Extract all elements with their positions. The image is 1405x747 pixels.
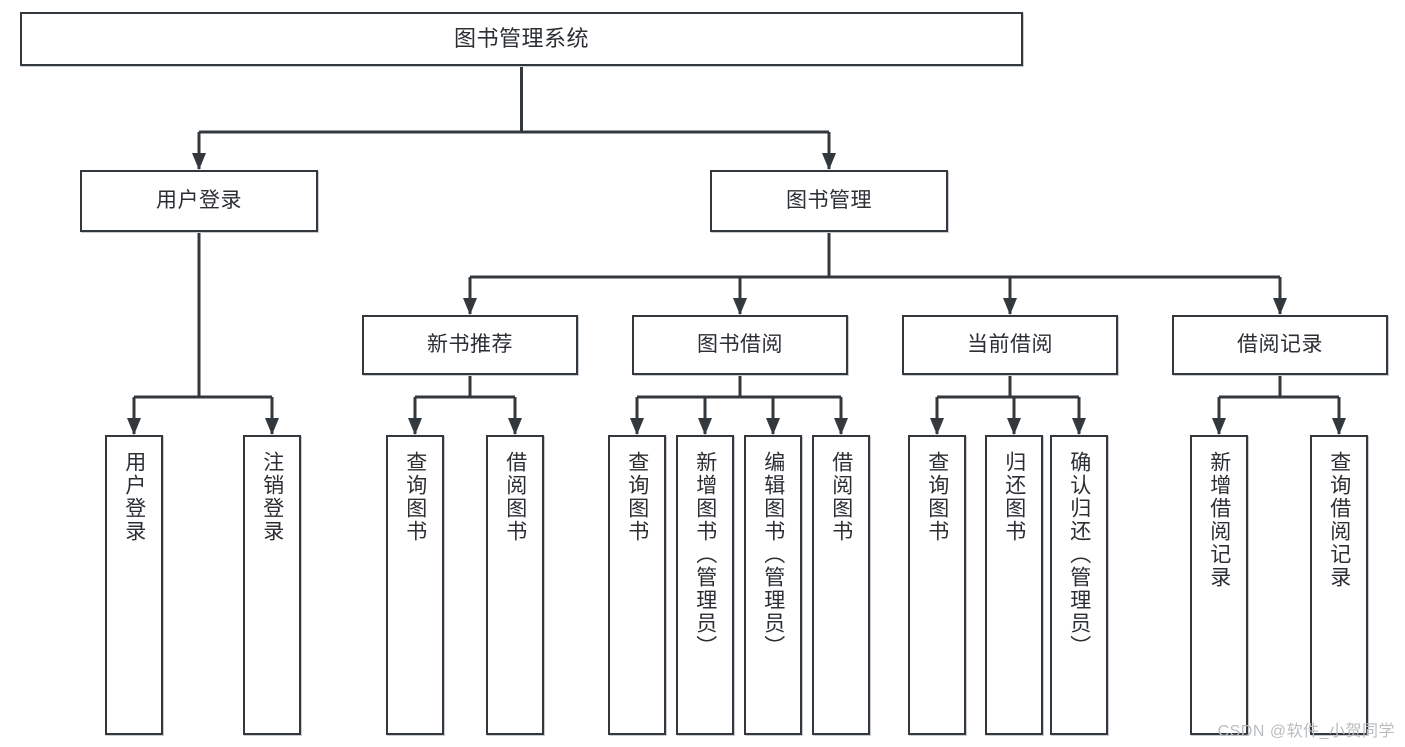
node-label: 查询借阅记录	[1327, 451, 1351, 589]
arrowhead-icon	[630, 418, 644, 435]
node-label: 当前借阅	[967, 333, 1053, 357]
node-borrow[interactable]: 图书借阅	[632, 315, 848, 375]
node-leaf-borrow-2[interactable]: 新增图书（管理员）	[676, 435, 734, 735]
arrowhead-icon	[834, 418, 848, 435]
node-label: 借阅图书	[829, 451, 853, 543]
node-leaf-borrow-3[interactable]: 编辑图书（管理员）	[744, 435, 802, 735]
node-label: 编辑图书（管理员）	[761, 451, 785, 658]
node-leaf-new-1[interactable]: 查询图书	[386, 435, 444, 735]
node-leaf-new-2[interactable]: 借阅图书	[486, 435, 544, 735]
node-label: 借阅记录	[1237, 333, 1323, 357]
node-leaf-rec-2[interactable]: 查询借阅记录	[1310, 435, 1368, 735]
watermark: CSDN @软件_小贺同学	[1217, 723, 1395, 740]
node-bookmgmt[interactable]: 图书管理	[710, 170, 948, 232]
node-login[interactable]: 用户登录	[80, 170, 318, 232]
arrowhead-icon	[1332, 418, 1346, 435]
node-label: 用户登录	[122, 451, 146, 543]
arrowhead-icon	[822, 153, 836, 170]
node-leaf-borrow-4[interactable]: 借阅图书	[812, 435, 870, 735]
node-newbook[interactable]: 新书推荐	[362, 315, 578, 375]
arrowhead-icon	[408, 418, 422, 435]
node-label: 新书推荐	[427, 333, 513, 357]
node-label: 查询图书	[403, 451, 427, 543]
node-leaf-cur-2[interactable]: 归还图书	[985, 435, 1043, 735]
node-label: 查询图书	[925, 451, 949, 543]
node-label: 图书借阅	[697, 333, 783, 357]
arrowhead-icon	[463, 298, 477, 315]
arrowhead-icon	[508, 418, 522, 435]
node-leaf-borrow-1[interactable]: 查询图书	[608, 435, 666, 735]
node-leaf-login-1[interactable]: 用户登录	[105, 435, 163, 735]
arrowhead-icon	[766, 418, 780, 435]
node-label: 图书管理	[786, 189, 872, 213]
node-label: 图书管理系统	[453, 25, 589, 51]
node-label: 确认归还（管理员）	[1067, 451, 1091, 658]
node-label: 借阅图书	[503, 451, 527, 543]
node-label: 新增图书（管理员）	[693, 451, 717, 658]
arrowhead-icon	[930, 418, 944, 435]
node-leaf-cur-3[interactable]: 确认归还（管理员）	[1050, 435, 1108, 735]
arrowhead-icon	[733, 298, 747, 315]
node-label: 注销登录	[260, 451, 284, 543]
arrowhead-icon	[127, 418, 141, 435]
arrowhead-icon	[1072, 418, 1086, 435]
arrowhead-icon	[1273, 298, 1287, 315]
arrowhead-icon	[1003, 298, 1017, 315]
node-label: 查询图书	[625, 451, 649, 543]
arrowhead-icon	[1212, 418, 1226, 435]
node-records[interactable]: 借阅记录	[1172, 315, 1388, 375]
node-leaf-login-2[interactable]: 注销登录	[243, 435, 301, 735]
node-label: 归还图书	[1002, 451, 1026, 543]
arrowhead-icon	[1007, 418, 1021, 435]
node-root[interactable]: 图书管理系统	[20, 12, 1023, 66]
arrowhead-icon	[192, 153, 206, 170]
node-leaf-cur-1[interactable]: 查询图书	[908, 435, 966, 735]
arrowhead-icon	[265, 418, 279, 435]
node-current[interactable]: 当前借阅	[902, 315, 1118, 375]
node-leaf-rec-1[interactable]: 新增借阅记录	[1190, 435, 1248, 735]
arrowhead-icon	[698, 418, 712, 435]
node-label: 用户登录	[156, 189, 242, 213]
node-label: 新增借阅记录	[1207, 451, 1231, 589]
